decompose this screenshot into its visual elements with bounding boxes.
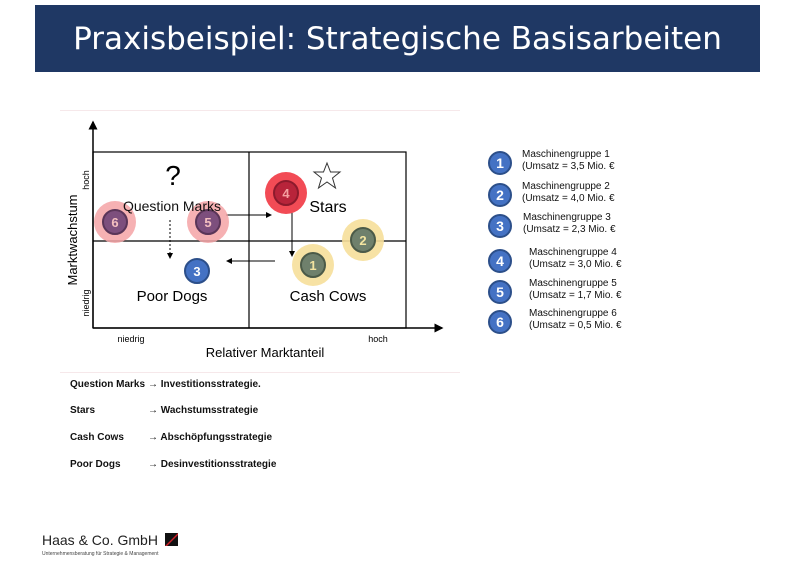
quadrant-question-marks: Question Marks [123, 198, 221, 214]
strategy-row: Question Marks→ Investitionsstrategie. [70, 379, 261, 390]
quadrant-poor-dogs: Poor Dogs [137, 288, 208, 305]
divider [60, 372, 460, 373]
x-low-label: niedrig [117, 334, 144, 344]
svg-text:1: 1 [309, 258, 316, 273]
title-bar: Praxisbeispiel: Strategische Basisarbeit… [35, 5, 760, 72]
strategy-row: Cash Cows→ Abschöpfungsstrategie [70, 432, 273, 443]
svg-text:3: 3 [193, 264, 200, 279]
group-4-marker: 4 [265, 172, 307, 214]
svg-text:5: 5 [204, 215, 211, 230]
group-6-marker: 6 [94, 201, 136, 243]
x-high-label: hoch [368, 334, 388, 344]
page-title: Praxisbeispiel: Strategische Basisarbeit… [73, 20, 722, 57]
y-low-label: niedrig [81, 289, 91, 316]
svg-text:6: 6 [111, 215, 118, 230]
company-tagline: Unternehmensberatung für Strategie & Man… [42, 551, 159, 557]
company-name: Haas & Co. GmbH [42, 532, 158, 548]
svg-text:2: 2 [359, 233, 366, 248]
strategy-row: Stars→ Wachstumsstrategie [70, 405, 259, 416]
logo-mark-icon [165, 533, 179, 546]
strategy-row: Poor Dogs→ Desinvestitionsstrategie [70, 459, 277, 470]
star-icon [312, 161, 342, 190]
question-mark-symbol: ? [165, 160, 181, 191]
bcg-matrix: ? 6 5 Question Marks 4 2 1 3 Stars Poor … [65, 120, 444, 360]
group-1-marker: 1 [292, 244, 334, 286]
x-axis-label: Relativer Marktanteil [206, 345, 325, 360]
y-axis-label: Marktwachstum [65, 194, 80, 285]
company-logo: Haas & Co. GmbH Unternehmensberatung für… [42, 532, 179, 557]
arrows [167, 205, 295, 264]
group-5-marker: 5 [187, 201, 229, 243]
quadrant-cash-cows: Cash Cows [290, 288, 367, 305]
quadrant-stars: Stars [309, 199, 346, 216]
group-3-marker: 3 [184, 258, 210, 284]
svg-text:4: 4 [282, 186, 290, 201]
divider [60, 110, 460, 111]
y-high-label: hoch [81, 170, 91, 190]
group-2-marker: 2 [342, 219, 384, 261]
